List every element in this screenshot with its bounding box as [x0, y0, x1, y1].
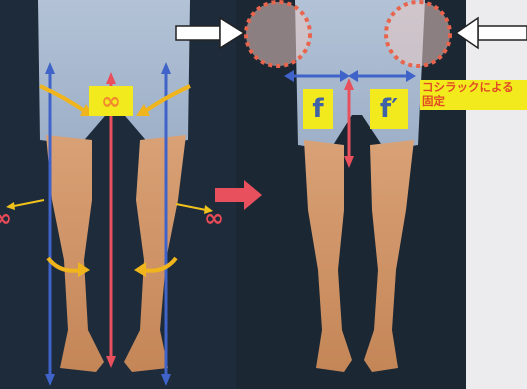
infinity-label-box: ∞ [89, 86, 133, 116]
caption-box: コシラックによる 固定 [420, 80, 527, 110]
red-infinity-symbol: ∞ [204, 204, 224, 232]
red-infinity-symbol-edge: ∞ [0, 204, 12, 232]
hip-highlight-circle-right [386, 2, 450, 66]
f-prime-label-box: f′ [370, 89, 408, 129]
white-margin [466, 0, 527, 389]
hip-highlight-circle-left [246, 2, 310, 66]
f-label-box: f [303, 89, 333, 129]
